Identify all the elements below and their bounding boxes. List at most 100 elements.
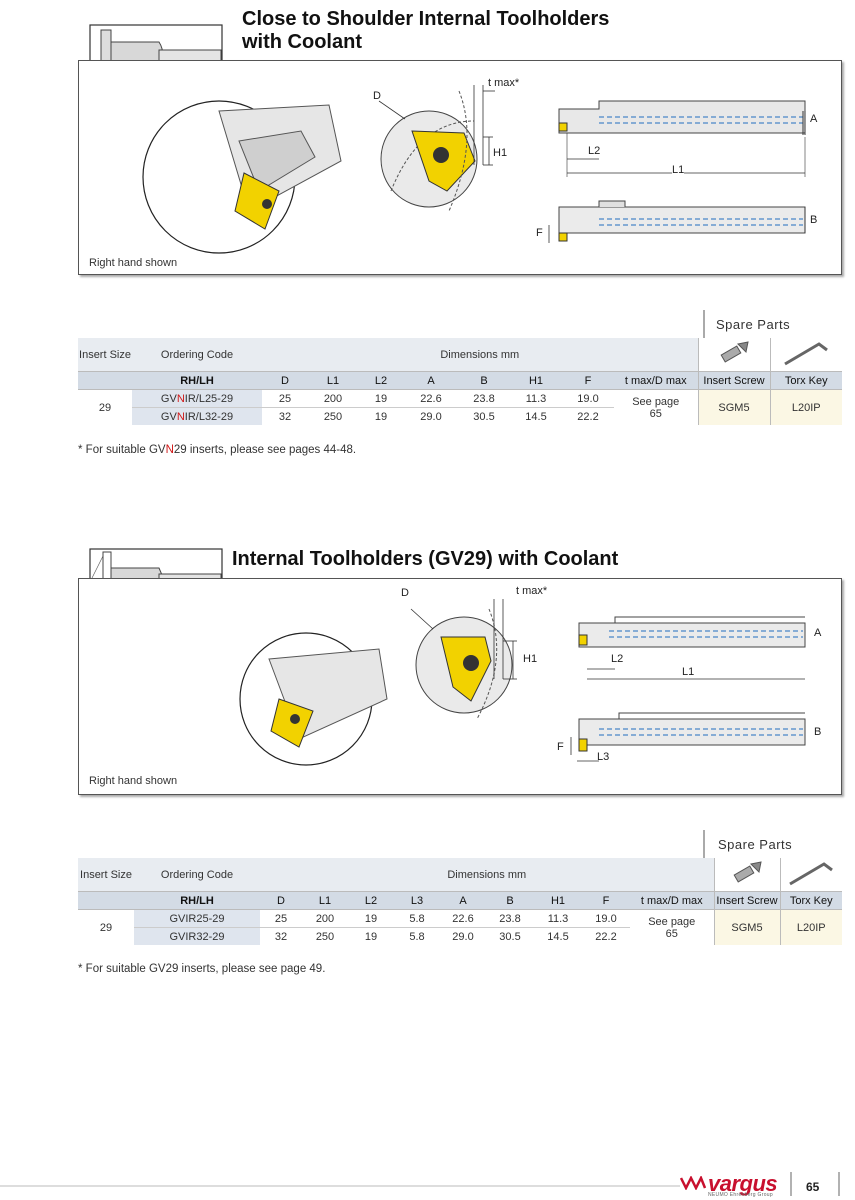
section2-header-f: F — [582, 891, 630, 910]
page-number: 65 — [806, 1180, 820, 1194]
cell-f: 22.2 — [595, 930, 617, 943]
section1-insert-size: 29 — [98, 401, 112, 414]
section1-header-insert-size: Insert Size — [78, 338, 132, 372]
section2-header-b: B — [486, 891, 534, 910]
cell-h1: 11.3 — [525, 392, 547, 405]
cell-l3: 5.8 — [409, 930, 425, 943]
cell-h1: 14.5 — [525, 410, 547, 423]
section2-footnote: * For suitable GV29 inserts, please see … — [78, 963, 326, 975]
cell-a: 29.0 — [420, 410, 442, 423]
section1-header-f: F — [562, 371, 614, 390]
section1-spare-divider — [703, 310, 705, 340]
section1-spec-table: Insert Size Ordering Code Dimensions mm … — [78, 338, 842, 425]
table-row: 29 GVIR25-29 25 200 19 5.8 22.6 23.8 11.… — [78, 909, 842, 945]
section1-title-line2: with Coolant — [242, 31, 362, 53]
section1-header-insert-screw: Insert Screw — [697, 371, 770, 390]
brand-subtitle: NEUMO Ehrenberg Group — [708, 1192, 773, 1198]
section1-header-l1: L1 — [308, 371, 358, 390]
cell-h1: 14.5 — [547, 930, 569, 943]
section1-label-tmax: t max* — [488, 77, 520, 89]
section1-header-torx-key: Torx Key — [769, 371, 842, 390]
section1-header-d: D — [262, 371, 308, 390]
section2-ordering-code: GVIR32-29 — [134, 927, 260, 945]
section1-footnote: * For suitable GVN29 inserts, please see… — [78, 444, 357, 456]
table-row: GVIR32-29 32 250 19 5.8 29.0 30.5 14.5 2… — [78, 927, 842, 945]
section2-header-l3: L3 — [394, 891, 440, 910]
torx-key-icon — [784, 342, 829, 366]
section1-ordering-code: GVNIR/L25-29 — [132, 389, 262, 408]
cell-a: 22.6 — [420, 392, 442, 405]
table-row: GVNIR/L32-29 32 250 19 29.0 30.5 14.5 22… — [78, 407, 842, 425]
section1-figure: D t max* H1 A L2 L1 B F Right hand shown — [78, 60, 842, 275]
cell-b: 30.5 — [473, 410, 495, 423]
section2-header-a: A — [440, 891, 486, 910]
section1-header-dimensions: Dimensions mm — [262, 338, 698, 372]
section2-label-f: F — [557, 741, 564, 753]
section1-label-f: F — [536, 227, 543, 239]
section2-figure: D t max* H1 A L2 L1 B F L3 Right hand sh… — [78, 578, 842, 795]
section2-header-insert-screw: Insert Screw — [713, 891, 780, 910]
section2-spec-table: Insert Size Ordering Code Dimensions mm … — [78, 858, 842, 945]
section1-ordering-code: GVNIR/L32-29 — [132, 407, 262, 425]
section2-header-torx-key: Torx Key — [779, 891, 842, 910]
section2-tmax-value: See page 65 — [648, 915, 696, 940]
insert-screw-icon — [720, 341, 749, 363]
cell-a: 22.6 — [452, 912, 474, 925]
cell-l3: 5.8 — [409, 912, 425, 925]
section2-label-d: D — [401, 587, 409, 599]
section1-spare-parts-title: Spare Parts — [716, 317, 791, 332]
section2-header-tmax: t max/D max — [630, 891, 714, 910]
section2-screw-value: SGM5 — [713, 909, 780, 945]
cell-l2: 19 — [374, 392, 388, 405]
section2-label-tmax: t max* — [516, 585, 548, 597]
cell-l1: 200 — [315, 912, 335, 925]
cell-l1: 200 — [323, 392, 343, 405]
section1-header-l2: L2 — [358, 371, 404, 390]
section1-header-ordering-code: Ordering Code — [132, 338, 262, 372]
section2-insert-size: 29 — [99, 921, 113, 934]
footer-divider — [790, 1172, 792, 1196]
section1-label-h1: H1 — [493, 147, 508, 159]
section2-label-l1: L1 — [682, 666, 695, 678]
section1-label-b: B — [810, 214, 818, 226]
cell-a: 29.0 — [452, 930, 474, 943]
section2-header-d: D — [260, 891, 302, 910]
table-row: 29 GVNIR/L25-29 25 200 19 22.6 23.8 11.3… — [78, 389, 842, 425]
section1-label-l2: L2 — [588, 145, 601, 157]
cell-l1: 250 — [323, 410, 343, 423]
section1-screw-value: SGM5 — [697, 389, 770, 425]
vargus-logo-mark — [680, 1176, 706, 1190]
section2-header-insert-size: Insert Size — [78, 858, 134, 892]
cell-d: 32 — [274, 930, 288, 943]
section2-header-h1: H1 — [534, 891, 582, 910]
section1-label-l1: L1 — [672, 164, 685, 176]
section2-header-l2: L2 — [348, 891, 394, 910]
cell-b: 23.8 — [473, 392, 495, 405]
section2-spare-divider — [703, 830, 705, 860]
cell-b: 30.5 — [499, 930, 521, 943]
cell-d: 25 — [278, 392, 292, 405]
section1-key-icon-cell — [769, 338, 842, 372]
section2-label-l2: L2 — [611, 653, 624, 665]
cell-f: 22.2 — [577, 410, 599, 423]
section2-label-h1: H1 — [523, 653, 538, 665]
section1-header-b: B — [458, 371, 510, 390]
section2-header-l1: L1 — [302, 891, 348, 910]
section1-tmax-value: See page 65 — [632, 395, 680, 420]
section1-header-tmax: t max/D max — [614, 371, 698, 390]
section2-spare-parts-title: Spare Parts — [718, 837, 793, 852]
section1-title-line1: Close to Shoulder Internal Toolholders — [242, 8, 610, 30]
section2-header-ordering-code: Ordering Code — [134, 858, 260, 892]
section2-figure-caption: Right hand shown — [89, 775, 178, 787]
section1-title: Close to Shoulder Internal Toolholders w… — [242, 8, 609, 54]
section2-label-b: B — [814, 726, 822, 738]
cell-b: 23.8 — [499, 912, 521, 925]
section2-title: Internal Toolholders (GV29) with Coolant — [232, 548, 619, 570]
section1-label-d: D — [373, 90, 381, 102]
footer-divider-right — [838, 1172, 840, 1196]
section1-figure-caption: Right hand shown — [89, 257, 178, 269]
section2-key-value: L20IP — [779, 909, 842, 945]
cell-d: 25 — [274, 912, 288, 925]
section2-ordering-code: GVIR25-29 — [134, 909, 260, 928]
section1-header-h1: H1 — [510, 371, 562, 390]
